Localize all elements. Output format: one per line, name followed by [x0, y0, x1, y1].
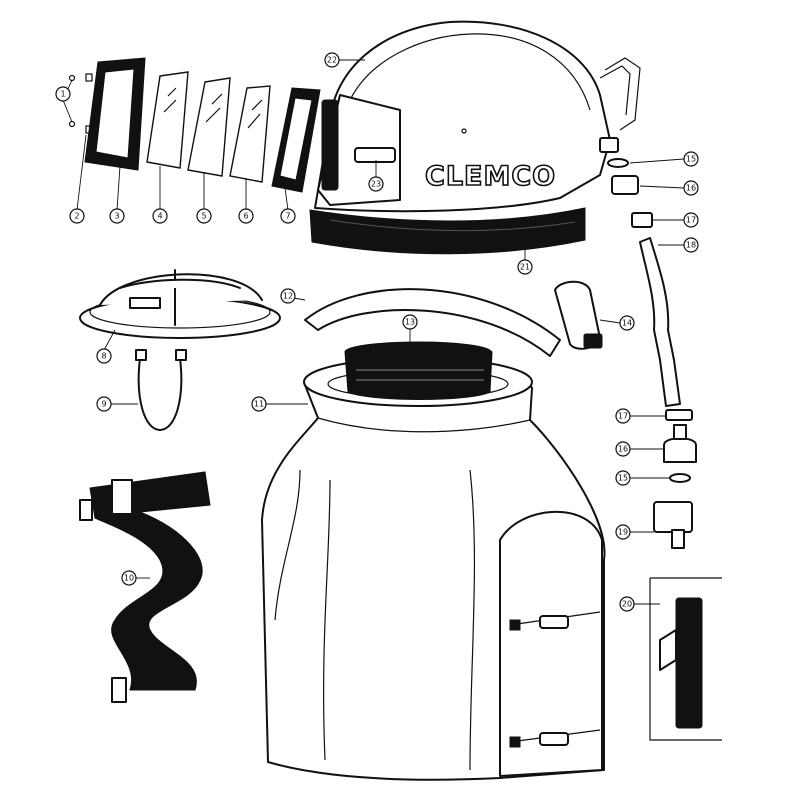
callout-15-lower: 15	[615, 470, 631, 486]
callout-22: 22	[324, 52, 340, 68]
callout-2: 2	[69, 208, 85, 224]
leader-lines	[62, 59, 685, 605]
callout-18: 18	[683, 237, 699, 253]
svg-text:13: 13	[405, 318, 415, 327]
svg-text:19: 19	[618, 528, 628, 537]
callout-23: 23	[368, 176, 384, 192]
svg-text:17: 17	[618, 412, 628, 421]
callout-7: 7	[280, 208, 296, 224]
svg-text:16: 16	[686, 184, 696, 193]
callout-12: 12	[280, 288, 296, 304]
neck-liner	[344, 341, 493, 400]
air-line-fittings	[607, 158, 697, 549]
svg-text:1: 1	[60, 90, 65, 99]
svg-text:17: 17	[686, 216, 696, 225]
headgear-suspension	[79, 269, 281, 339]
lens-assembly	[68, 57, 321, 193]
callout-13: 13	[402, 314, 418, 330]
callout-9: 9	[96, 396, 112, 412]
svg-text:21: 21	[520, 263, 530, 272]
callout-17-lower: 17	[615, 408, 631, 424]
callout-1: 1	[55, 86, 71, 102]
callout-3: 3	[109, 208, 125, 224]
svg-text:5: 5	[201, 212, 206, 221]
callout-15: 15	[683, 151, 699, 167]
callout-11: 11	[251, 396, 267, 412]
callout-8: 8	[96, 348, 112, 364]
svg-text:4: 4	[157, 212, 162, 221]
waist-belt	[79, 471, 211, 703]
inner-collar	[304, 288, 561, 357]
svg-text:7: 7	[285, 212, 290, 221]
breathing-tube-inset	[649, 577, 722, 741]
protective-cape	[261, 357, 606, 781]
svg-text:8: 8	[101, 352, 106, 361]
callout-16-lower: 16	[615, 441, 631, 457]
callout-4: 4	[152, 208, 168, 224]
svg-text:14: 14	[622, 319, 632, 328]
svg-text:22: 22	[327, 56, 337, 65]
callout-16: 16	[683, 180, 699, 196]
callout-21: 21	[517, 259, 533, 275]
callout-17-upper: 17	[683, 212, 699, 228]
svg-text:6: 6	[243, 212, 248, 221]
svg-text:15: 15	[686, 155, 696, 164]
svg-text:16: 16	[618, 445, 628, 454]
svg-text:9: 9	[101, 400, 106, 409]
svg-text:11: 11	[254, 400, 264, 409]
callout-19: 19	[615, 524, 631, 540]
callout-6: 6	[238, 208, 254, 224]
svg-text:20: 20	[622, 600, 632, 609]
svg-text:15: 15	[618, 474, 628, 483]
callout-5: 5	[196, 208, 212, 224]
svg-text:18: 18	[686, 241, 696, 250]
svg-text:2: 2	[74, 212, 79, 221]
callout-14: 14	[619, 315, 635, 331]
svg-text:3: 3	[114, 212, 119, 221]
helmet-air-inlet	[599, 137, 619, 153]
chin-strap	[135, 349, 187, 431]
air-filter-cartridge	[554, 280, 603, 350]
clemco-logo: CLEMCO	[425, 161, 556, 192]
helmet-window-frame	[317, 94, 401, 206]
svg-text:10: 10	[124, 574, 134, 583]
callout-20: 20	[619, 596, 635, 612]
svg-text:23: 23	[371, 180, 381, 189]
callout-10: 10	[121, 570, 137, 586]
svg-text:12: 12	[283, 292, 293, 301]
